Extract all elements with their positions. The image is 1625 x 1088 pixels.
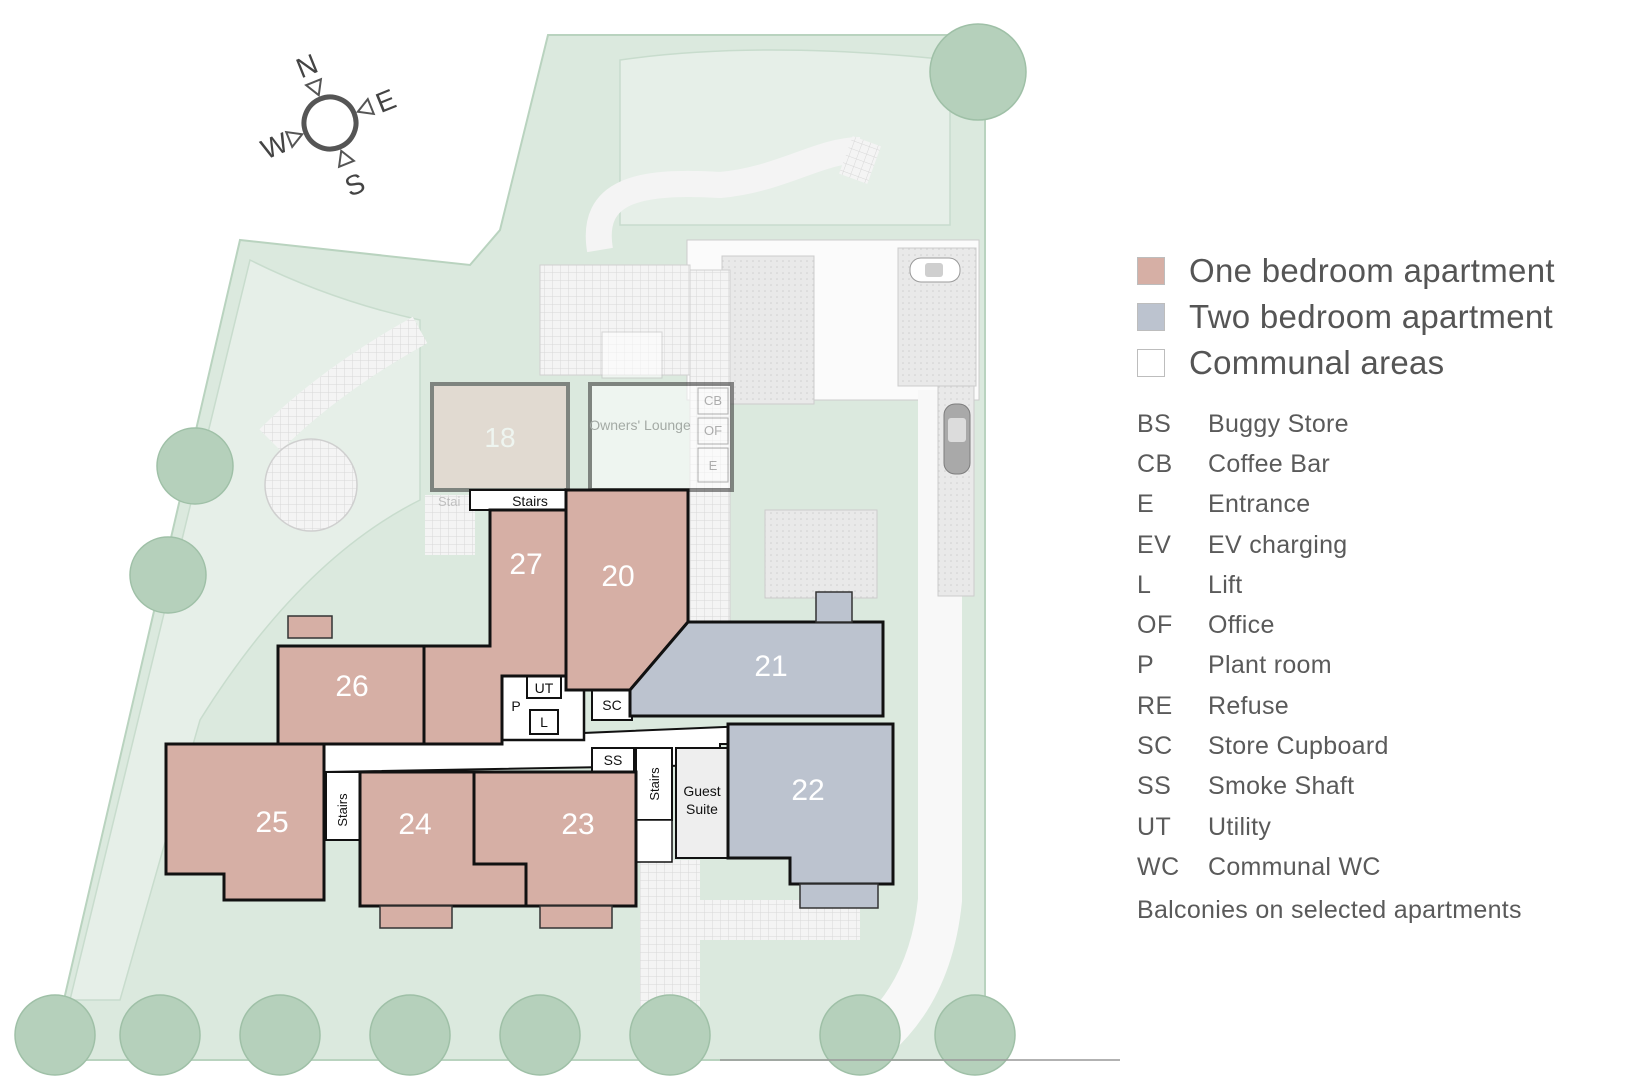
one-bedroom-swatch [1137,257,1165,285]
abbreviation-code: SS [1137,772,1172,801]
plant-room-label: P [511,698,520,714]
abbreviation-code: P [1137,651,1155,680]
legend: One bedroom apartment Two bedroom apartm… [1137,248,1617,925]
two-bedroom-label: Two bedroom apartment [1189,298,1553,335]
abbreviation-row: SC Store Cupboard [1137,726,1617,766]
apartment-26[interactable]: 26 [276,644,426,746]
one-bedroom-label: One bedroom apartment [1189,252,1555,289]
abbreviation-meaning: Refuse [1208,691,1290,720]
apartment-24[interactable]: 24 [358,770,528,908]
abbreviation-meaning: Coffee Bar [1208,449,1331,478]
faded-rooms: 18 CB OF E Owners' Lounge Stai [430,331,734,509]
entrance-label: E [709,458,718,473]
guest-suite-line-1: Guest [683,783,720,799]
site-plan: N E S W 18 CB OF E Owners' Lounge Stai U… [14,23,1120,1076]
abbreviation-row: BS Buggy Store [1137,404,1617,444]
compass-south-label: S [340,167,369,203]
abbreviation-row: SS Smoke Shaft [1137,767,1617,807]
legend-two-bedroom: Two bedroom apartment [1137,294,1617,340]
utility-label: UT [535,680,554,696]
abbreviation-meaning: Lift [1208,570,1243,599]
coffee-bar-label: CB [704,393,722,408]
balconies-note: Balconies on selected apartments [1137,895,1522,924]
apartment-25-number: 25 [255,806,288,839]
stairs-top-label: Stairs [512,493,548,509]
apartment-22-number: 22 [791,774,824,807]
smoke-shaft-label: SS [604,752,623,768]
legend-communal: Communal areas [1137,340,1617,386]
car-icon [943,403,971,475]
compass-east-label: E [371,83,400,119]
abbreviation-row: L Lift [1137,565,1617,605]
balcony [287,615,333,639]
abbreviation-code: OF [1137,611,1173,640]
abbreviation-code: L [1137,570,1152,599]
faded-stairs-label: Stai [438,494,461,509]
abbreviation-row: WC Communal WC [1137,847,1617,887]
balcony [799,883,879,909]
abbreviation-code: CB [1137,449,1173,478]
owners-lounge-label: Owners' Lounge [589,417,691,433]
abbreviation-code: RE [1137,691,1173,720]
abbreviation-meaning: Entrance [1208,490,1311,519]
unit-18-label: 18 [484,422,515,453]
abbreviation-code: E [1137,490,1155,519]
apartment-27[interactable]: 27 [422,508,568,746]
apartment-23-number: 23 [561,808,594,841]
apartments: 20 21 22 23 24 25 26 27 [164,488,895,929]
abbreviation-row: UT Utility [1137,807,1617,847]
compass-rose: N E S W [256,48,400,203]
apartment-22-shape [726,722,895,886]
abbreviation-row: CB Coffee Bar [1137,444,1617,484]
apartment-22[interactable]: 22 [726,722,895,886]
balcony [379,905,453,929]
abbreviation-code: WC [1137,852,1180,881]
abbreviation-meaning: Smoke Shaft [1208,772,1355,801]
balcony [539,905,613,929]
apartment-21-number: 21 [754,650,787,683]
balcony [815,591,853,623]
apartment-21[interactable]: 21 [628,620,885,718]
apartment-24-shape [358,770,528,908]
abbreviation-row: P Plant room [1137,646,1617,686]
office-label: OF [704,423,722,438]
legend-one-bedroom: One bedroom apartment [1137,248,1617,294]
abbreviation-meaning: Buggy Store [1208,409,1349,438]
lift-label: L [540,714,548,730]
store-cupboard-label: SC [602,697,621,713]
apartment-27-number: 27 [509,548,542,581]
communal-swatch [1137,349,1165,377]
abbreviation-meaning: Office [1208,611,1275,640]
abbreviation-meaning: EV charging [1208,530,1348,559]
trees [14,23,1027,1076]
abbreviation-code: SC [1137,732,1173,761]
abbreviation-meaning: Utility [1208,812,1272,841]
abbreviation-code: EV [1137,530,1172,559]
apartment-23[interactable]: 23 [472,770,638,908]
abbreviation-row: EV EV charging [1137,525,1617,565]
driveway [425,239,980,1068]
guest-suite-line-2: Suite [686,801,718,817]
abbreviation-row: RE Refuse [1137,686,1617,726]
stairs-right-label: Stairs [647,767,662,801]
compass-north-label: N [292,48,322,84]
abbreviation-code: UT [1137,812,1172,841]
abbreviation-meaning: Store Cupboard [1208,732,1389,761]
abbreviation-code: BS [1137,409,1172,438]
abbreviation-row: E Entrance [1137,485,1617,525]
apartment-27-shape [422,508,568,746]
abbreviation-meaning: Communal WC [1208,852,1381,881]
two-bedroom-swatch [1137,303,1165,331]
stairs-left-label: Stairs [335,793,350,827]
abbreviation-meaning: Plant room [1208,651,1332,680]
abbreviation-row: OF Office [1137,605,1617,645]
apartment-26-number: 26 [335,670,368,703]
communal-label: Communal areas [1189,344,1445,381]
car-icon [909,257,961,283]
apartment-20-number: 20 [601,560,634,593]
apartment-24-number: 24 [398,808,431,841]
